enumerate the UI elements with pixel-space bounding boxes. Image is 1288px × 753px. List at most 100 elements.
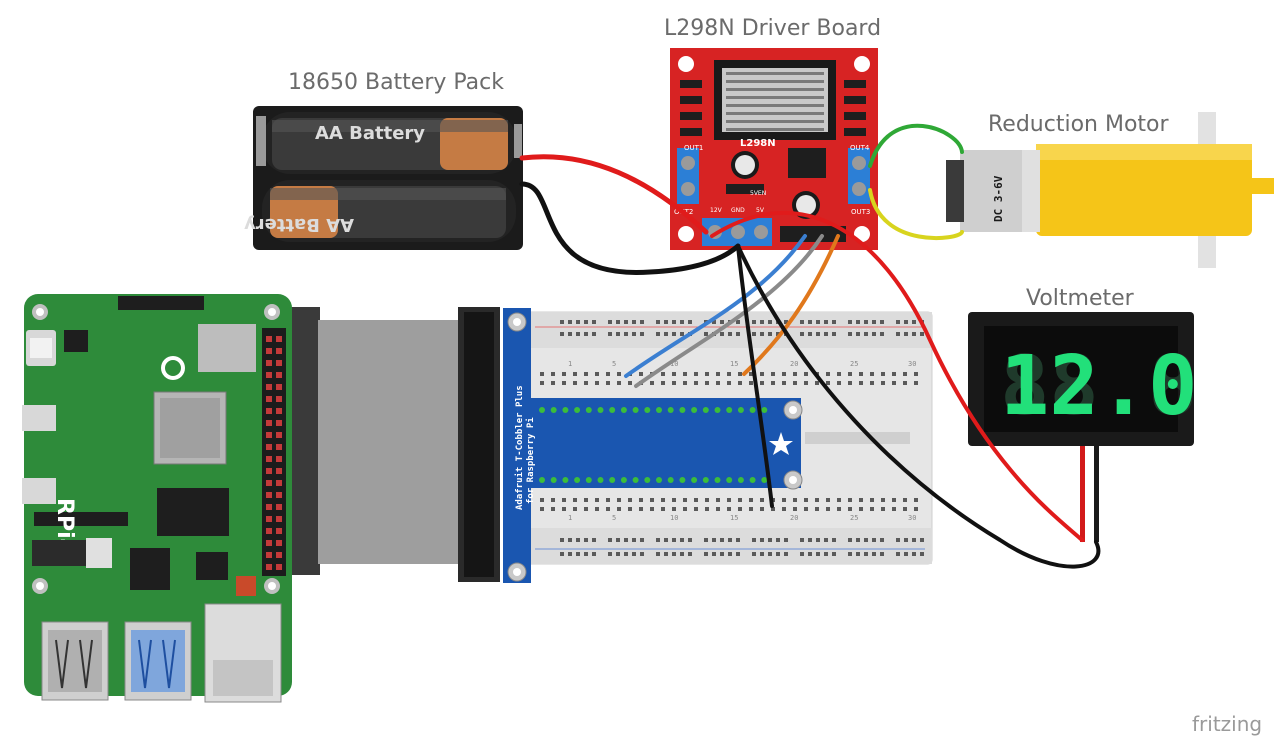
breadboard-hole [694,498,698,502]
breadboard-hole [771,372,775,376]
breadboard-hole [848,552,852,556]
breadboard-hole [584,372,588,376]
cobbler-pin [562,477,569,483]
breadboard-hole [716,507,720,511]
breadboard-hole [606,372,610,376]
breadboard-hole [793,381,797,385]
gpio-pin [276,492,282,498]
breadboard-hole [595,498,599,502]
voltmeter-ghost-digits: 88.8 [1000,339,1197,434]
breadboard-hole [540,498,544,502]
gpio-pin [276,360,282,366]
breadboard-hole [672,507,676,511]
breadboard-hole [639,498,643,502]
resistor [680,128,702,136]
breadboard-hole [573,498,577,502]
breadboard-hole [720,332,724,336]
breadboard-hole [892,381,896,385]
breadboard-hole [694,507,698,511]
breadboard-hole [870,381,874,385]
raspberry-pi: RPi4 [22,294,292,703]
cobbler-pin [632,477,639,483]
bb-col-label: 15 [730,360,738,368]
breadboard-hole [573,381,577,385]
breadboard-hole [749,498,753,502]
breadboard-hole [848,320,852,324]
breadboard-hole [870,372,874,376]
breadboard-hole [816,552,820,556]
breadboard-hole [903,372,907,376]
cobbler-pin [644,477,651,483]
breadboard-hole [640,552,644,556]
breadboard-hole [920,332,924,336]
breadboard-hole [784,552,788,556]
gpio-pin [266,468,272,474]
breadboard-hole [720,320,724,324]
breadboard-hole [592,320,596,324]
breadboard-hole [768,332,772,336]
breadboard-hole [870,507,874,511]
heatsink-fin [726,128,824,131]
breadboard-hole [872,552,876,556]
breadboard-hole [683,498,687,502]
resistor [844,128,866,136]
breadboard-hole [738,372,742,376]
breadboard-hole [793,372,797,376]
breadboard-hole [592,332,596,336]
breadboard-hole [562,507,566,511]
heatsink-fin [726,104,824,107]
gpio-pin [266,372,272,378]
cobbler-pin [539,407,545,413]
battery-cell-top-label: AA Battery [315,123,425,144]
breadboard-hole [661,507,665,511]
cobbler-pin [562,407,569,413]
breadboard-hole [892,507,896,511]
breadboard-hole [760,381,764,385]
breadboard-hole [584,552,588,556]
breadboard-hole [912,332,916,336]
breadboard-hole [859,372,863,376]
heatsink-fin [726,88,824,91]
breadboard-hole [808,538,812,542]
breadboard-hole [752,332,756,336]
breadboard-hole [738,381,742,385]
breadboard-hole [624,538,628,542]
breadboard-hole [892,372,896,376]
cobbler-pin [726,477,733,483]
breadboard-hole [896,332,900,336]
battery-pack: AA Battery AA Battery [244,106,523,250]
breadboard-hole [837,372,841,376]
breadboard-hole [804,507,808,511]
breadboard-hole [856,320,860,324]
breadboard-hole [683,507,687,511]
cobbler-pin [691,407,698,413]
motor-label: Reduction Motor [988,112,1169,137]
breadboard-hole [808,332,812,336]
cobbler-pin [550,407,557,413]
cobbler-title: Adafruit T-Cobbler Plus [514,385,525,510]
breadboard-hole [896,552,900,556]
breadboard-hole [661,498,665,502]
cobbler-pin [761,407,768,413]
breadboard-hole [912,320,916,324]
breadboard-hole [573,372,577,376]
breadboard-hole [826,372,830,376]
cobbler-pin [550,477,557,483]
gpio-pin [266,420,272,426]
gpio-pin [276,336,282,342]
breadboard-hole [880,538,884,542]
breadboard-hole [800,332,804,336]
breadboard-hole [705,381,709,385]
heatsink-fin [726,120,824,123]
cobbler-pin [585,477,592,483]
breadboard-hole [672,381,676,385]
breadboard-hole [712,320,716,324]
gpio-pin [276,420,282,426]
breadboard-hole [608,538,612,542]
breadboard-hole [650,498,654,502]
gpio-pin [276,480,282,486]
breadboard-hole [804,372,808,376]
breadboard-hole [738,507,742,511]
breadboard-hole [848,507,852,511]
